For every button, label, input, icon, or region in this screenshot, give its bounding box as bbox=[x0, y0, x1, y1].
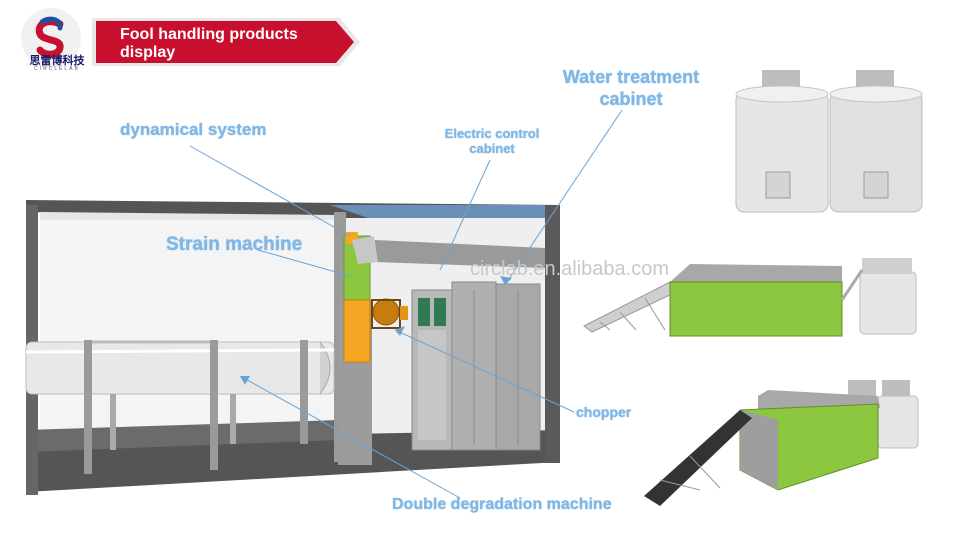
logo-english-text: CIRCLELAB bbox=[34, 66, 80, 72]
label-electric-line-2: cabinet bbox=[469, 141, 515, 156]
stair-conveyor bbox=[644, 410, 752, 506]
dynamical-system-orange bbox=[343, 299, 371, 363]
label-chopper: chopper bbox=[576, 404, 632, 420]
title-line-1: Fool handling products bbox=[120, 26, 298, 43]
label-water-line-2: cabinet bbox=[599, 89, 663, 109]
label-water-line-1: Water treatment bbox=[562, 67, 700, 87]
label-electric-control-cabinet: Electric control cabinet bbox=[440, 126, 544, 156]
label-electric-line-1: Electric control bbox=[444, 126, 540, 141]
roof-panel bbox=[330, 205, 560, 222]
chopper-motor bbox=[372, 298, 400, 326]
watermark: circlab.en.alibaba.com bbox=[470, 258, 669, 280]
machine-view-2 bbox=[583, 258, 917, 337]
label-double-degradation-machine: Double degradation machine bbox=[392, 496, 612, 513]
machine-view-3 bbox=[644, 380, 919, 506]
label-water-treatment-cabinet: Water treatment cabinet bbox=[556, 66, 706, 110]
water-treatment-tanks bbox=[735, 70, 923, 213]
label-strain-machine: Strain machine bbox=[166, 234, 303, 255]
title-banner bbox=[92, 18, 360, 66]
label-dynamical-system: dynamical system bbox=[120, 120, 267, 139]
leader-lines bbox=[189, 109, 623, 499]
company-logo bbox=[14, 8, 88, 82]
title-line-2: display bbox=[120, 44, 176, 61]
logo-chinese-text: 思雷博科技 bbox=[29, 54, 85, 67]
page-title: Fool handling products display bbox=[120, 26, 350, 62]
